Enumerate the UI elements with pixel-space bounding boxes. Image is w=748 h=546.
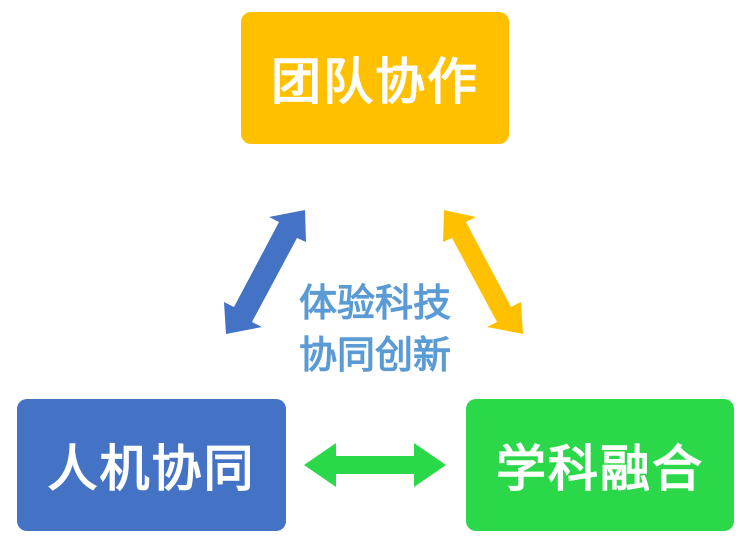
node-team-collaboration: 团队协作 (241, 12, 509, 144)
arrow-left-top (224, 210, 306, 334)
center-line-1: 体验科技 (298, 281, 451, 325)
arrow-top-right (443, 210, 523, 334)
node-label: 团队协作 (271, 53, 479, 111)
double-arrow-left-right (304, 443, 446, 487)
node-interdisciplinary: 学科融合 (466, 399, 734, 531)
center-caption: 体验科技 协同创新 (270, 277, 480, 381)
double-arrow-top-right (443, 210, 523, 334)
node-human-machine: 人机协同 (17, 399, 286, 531)
center-line-2: 协同创新 (298, 333, 451, 377)
node-label: 人机协同 (47, 440, 256, 498)
double-arrow-left-top (224, 210, 306, 334)
node-label: 学科融合 (496, 440, 704, 498)
arrow-left-right (304, 443, 446, 487)
